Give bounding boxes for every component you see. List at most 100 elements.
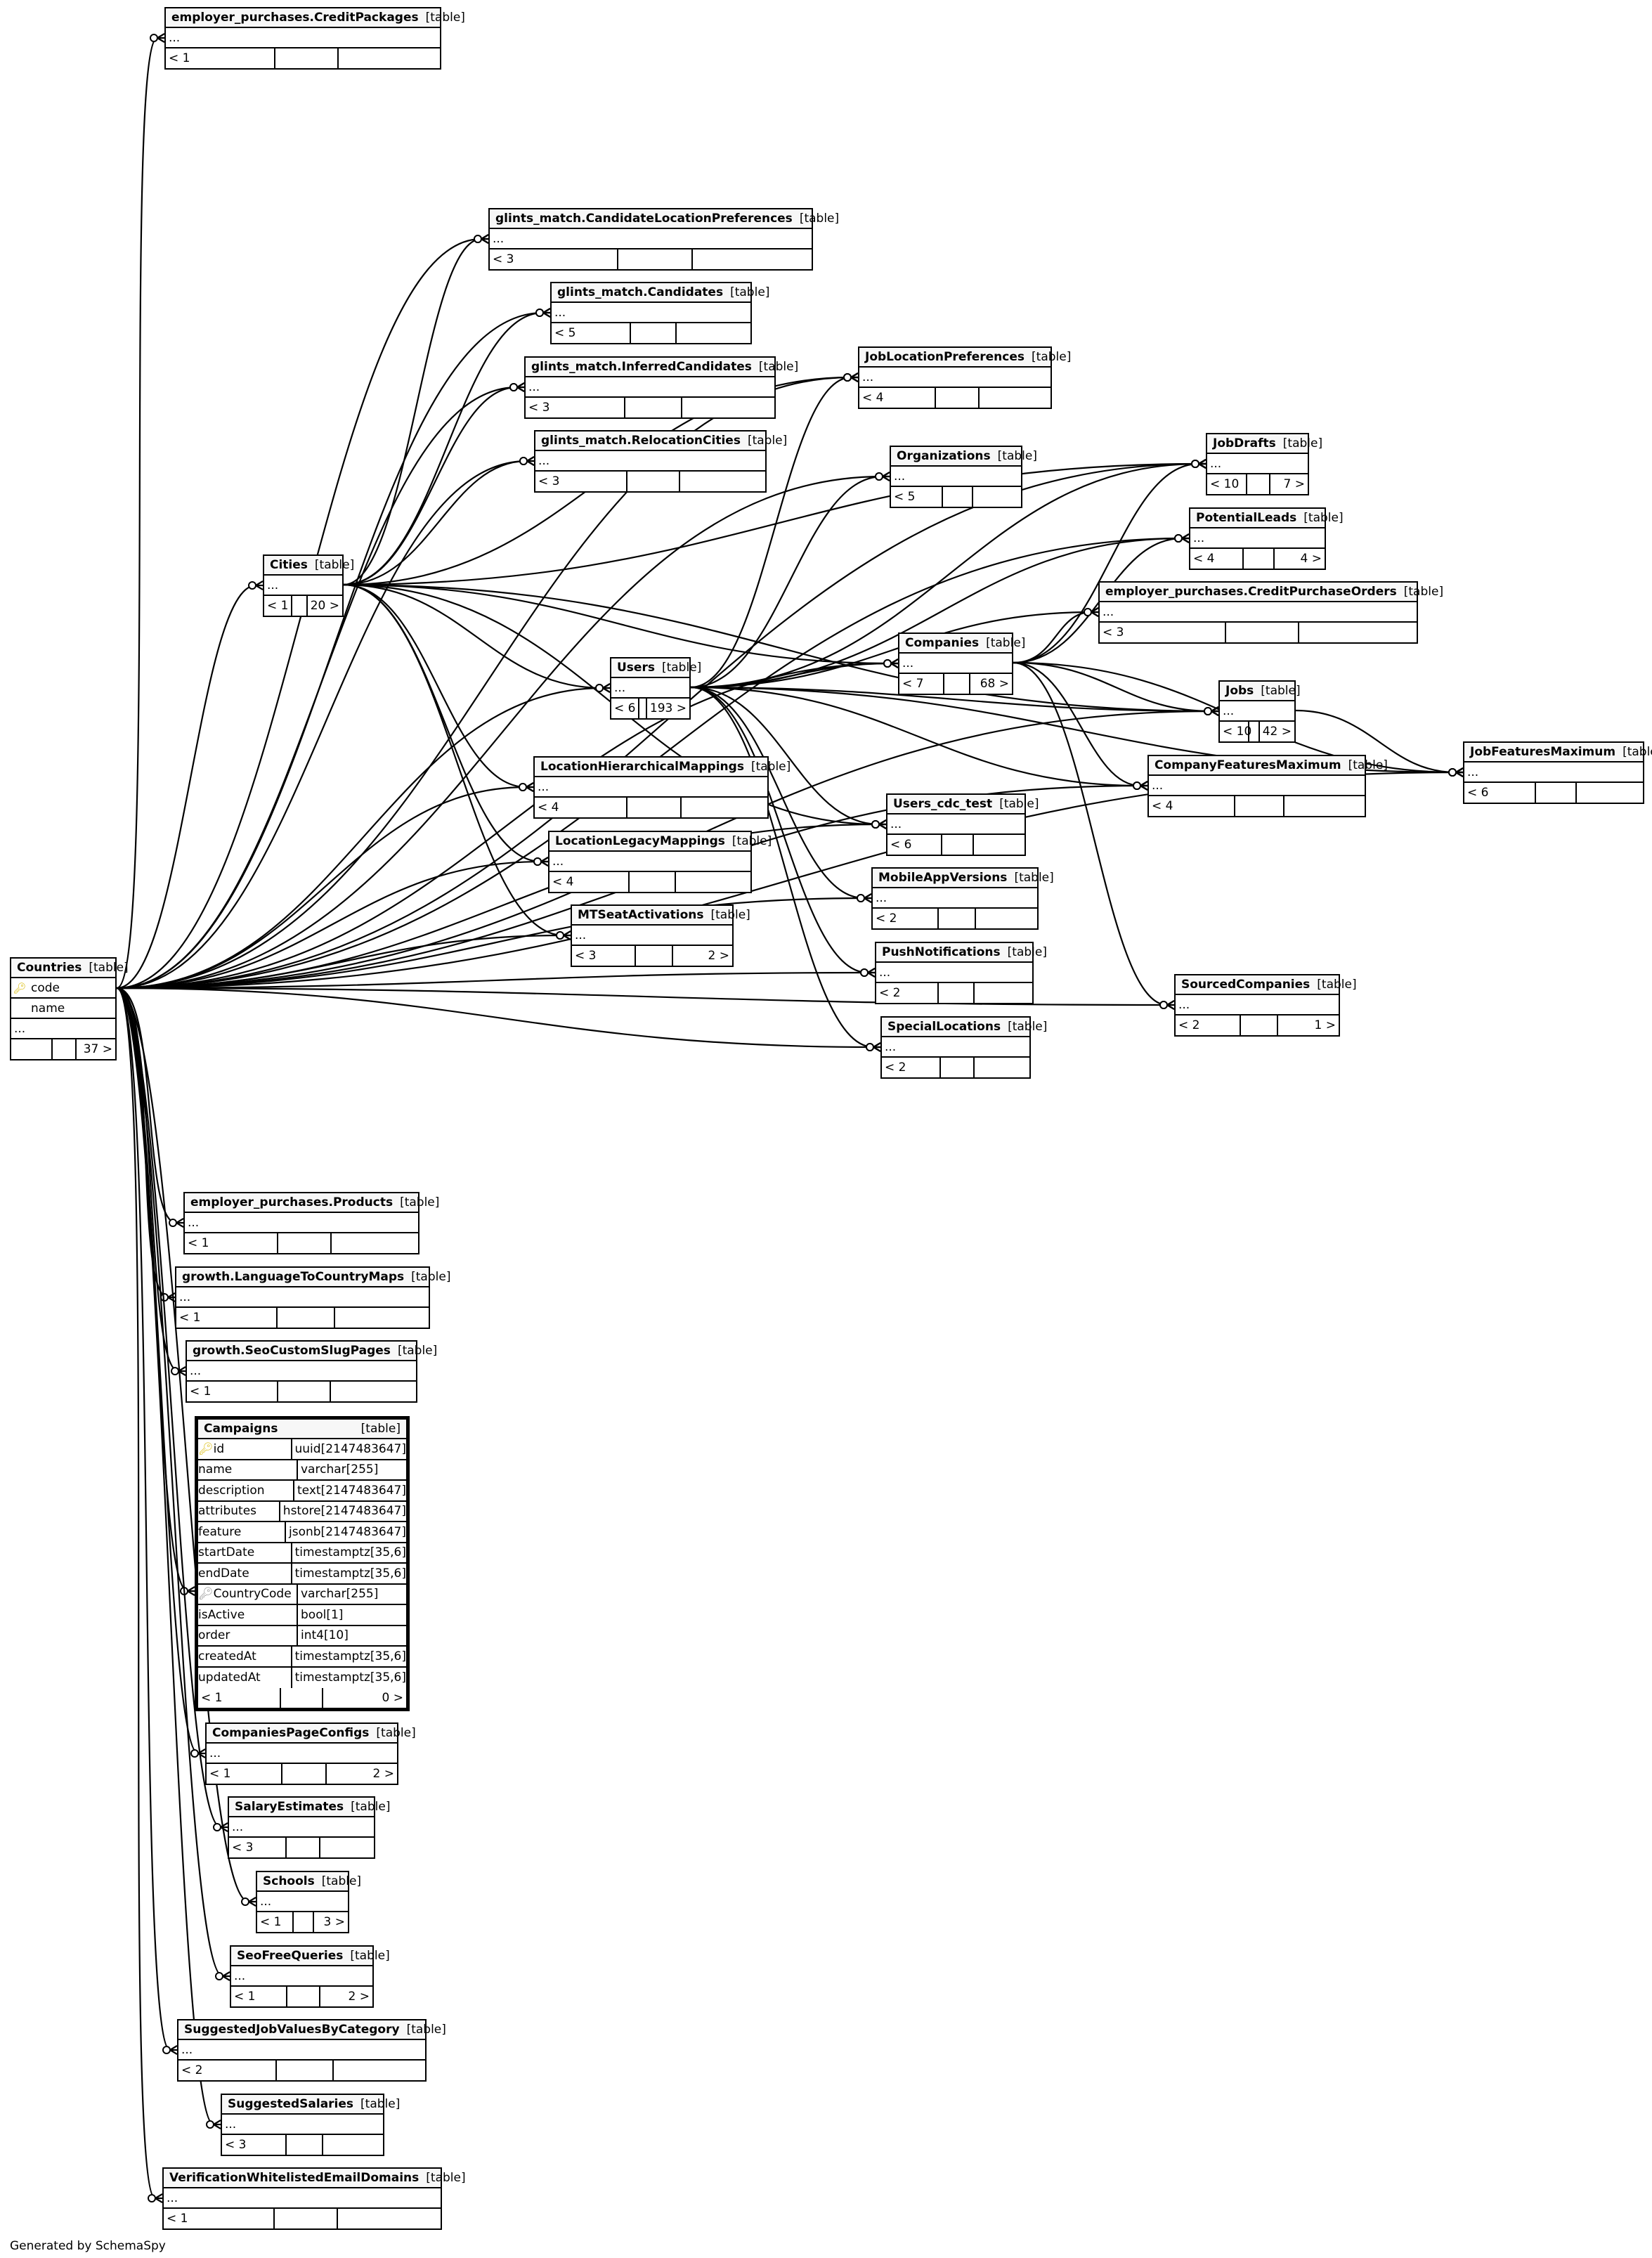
table-cpo[interactable]: employer_purchases.CreditPurchaseOrders[… — [1098, 581, 1443, 644]
table-orgs[interactable]: Organizations[table]...< 5 — [890, 446, 1037, 508]
ellipsis-row: ... — [611, 678, 689, 699]
table-candlocpref[interactable]: glints_match.CandidateLocationPreference… — [488, 208, 839, 271]
optional-marker — [1174, 534, 1183, 543]
table-header: Users_cdc_test[table] — [887, 795, 1039, 815]
optional-marker — [1191, 460, 1199, 468]
table-sugsal[interactable]: SuggestedSalaries[table]...< 3 — [221, 2094, 400, 2156]
table-header: Jobs[table] — [1220, 682, 1301, 701]
table-header: MobileAppVersions[table] — [873, 869, 1054, 888]
crows-foot-marker — [850, 372, 859, 382]
table-header: VerificationWhitelistedEmailDomains[tabl… — [164, 2169, 466, 2188]
table-name: SeoFreeQueries — [237, 1949, 344, 1963]
table-candidates[interactable]: glints_match.Candidates[table]...< 5 — [550, 282, 769, 344]
table-name: growth.SeoCustomSlugPages — [193, 1344, 391, 1358]
optional-marker — [860, 968, 869, 977]
crows-foot-marker — [882, 472, 890, 481]
table-salary[interactable]: SalaryEstimates[table]...< 3 — [228, 1796, 390, 1859]
table-header: Countries [table] — [11, 959, 129, 978]
optional-marker — [595, 684, 604, 692]
table-name: SuggestedSalaries — [228, 2097, 354, 2111]
ellipsis-row: ... — [873, 888, 1037, 909]
table-type: [table] — [710, 908, 750, 922]
column-name: endDate — [198, 1566, 249, 1581]
table-relocation[interactable]: glints_match.RelocationCities[table]...<… — [534, 430, 787, 493]
table-lang[interactable]: growth.LanguageToCountryMaps[table]...< … — [175, 1266, 450, 1329]
table-footer: < 1 — [176, 1308, 429, 1328]
table-countries[interactable]: Countries [table] 🔑︎ code name ... 37 > — [10, 957, 129, 1060]
table-products[interactable]: employer_purchases.Products[table]...< 1 — [183, 1192, 439, 1254]
table-jfm[interactable]: JobFeaturesMaximum[table]...< 6 — [1463, 741, 1652, 804]
column-name: order — [198, 1628, 230, 1643]
relationship-line — [116, 987, 221, 1829]
table-verif[interactable]: VerificationWhitelistedEmailDomains[tabl… — [162, 2167, 466, 2230]
optional-marker — [148, 2194, 156, 2202]
table-name: JobLocationPreferences — [865, 350, 1025, 364]
ellipsis-row: ... — [1100, 602, 1417, 623]
column-type: bool[1] — [301, 1607, 344, 1622]
table-seoslug[interactable]: growth.SeoCustomSlugPages[table]...< 1 — [186, 1340, 437, 1403]
column-type: varchar[255] — [301, 1587, 379, 1602]
table-type: [table] — [400, 1195, 440, 1209]
table-joblocpref[interactable]: JobLocationPreferences[table]...< 4 — [858, 346, 1071, 409]
relationship-line — [1013, 661, 1168, 1006]
column-name: isActive — [198, 1607, 245, 1622]
table-type: [table] — [1622, 745, 1652, 759]
table-mobile[interactable]: MobileAppVersions[table]...< 2 — [871, 867, 1054, 930]
ellipsis-row: ... — [207, 1744, 397, 1764]
table-type: [table] — [758, 360, 799, 374]
table-header: Schools[table] — [257, 1872, 361, 1892]
table-header: Organizations[table] — [891, 447, 1037, 467]
table-footer: < 4 — [1149, 796, 1365, 816]
relationship-line — [690, 376, 852, 689]
crows-foot-marker — [864, 893, 872, 903]
table-type: [table] — [376, 1726, 416, 1740]
optional-marker — [535, 309, 544, 317]
table-inferred[interactable]: glints_match.InferredCandidates[table]..… — [524, 356, 798, 419]
table-sjvbc[interactable]: SuggestedJobValuesByCategory[table]...< … — [177, 2019, 446, 2082]
ellipsis-row: ... — [166, 28, 440, 48]
optional-marker — [883, 659, 892, 668]
table-special[interactable]: SpecialLocations[table]...< 2 — [880, 1016, 1047, 1079]
table-header: LocationLegacyMappings[table] — [549, 832, 772, 852]
crows-foot-marker — [873, 1042, 881, 1052]
table-loclegacy[interactable]: LocationLegacyMappings[table]...< 4 — [548, 831, 772, 893]
table-header: glints_match.CandidateLocationPreference… — [490, 209, 839, 229]
table-lochier[interactable]: LocationHierarchicalMappings[table]...< … — [533, 756, 791, 819]
table-footer: < 2 — [882, 1058, 1029, 1077]
table-footer: < 5 — [552, 323, 750, 343]
table-creditpackages[interactable]: employer_purchases.CreditPackages[table]… — [164, 7, 465, 70]
column-name: attributes — [198, 1504, 257, 1519]
optional-marker — [1448, 768, 1457, 777]
table-name: JobFeaturesMaximum — [1470, 745, 1616, 759]
table-type: [table] — [986, 636, 1026, 650]
table-type: [table] — [799, 212, 840, 226]
table-name: growth.LanguageToCountryMaps — [182, 1270, 405, 1284]
table-cfm[interactable]: CompanyFeaturesMaximum[table]...< 4 — [1147, 755, 1388, 817]
table-userscdc[interactable]: Users_cdc_test[table]...< 6 — [886, 793, 1039, 856]
table-footer: < 3 — [222, 2135, 383, 2155]
ellipsis-row: ... — [535, 451, 765, 472]
table-push[interactable]: PushNotifications[table]...< 2 — [875, 942, 1047, 1004]
relationship-line — [116, 860, 542, 990]
ellipsis-row: ... — [490, 229, 812, 249]
